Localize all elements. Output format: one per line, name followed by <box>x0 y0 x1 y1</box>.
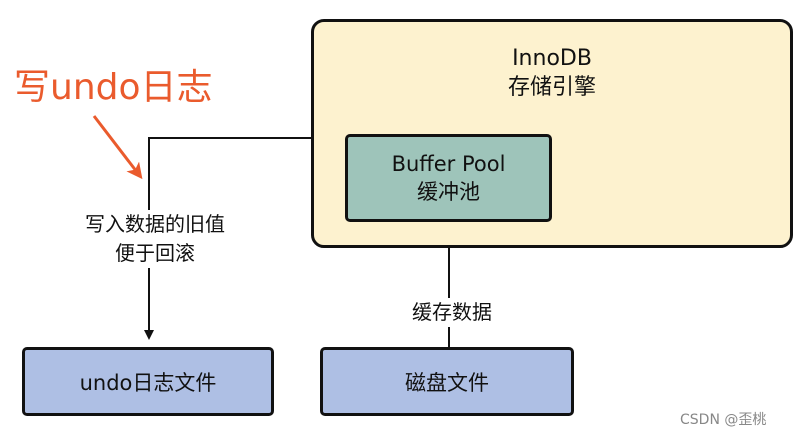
undo-write-label-line2: 便于回滚 <box>115 241 195 265</box>
undo-write-arrow <box>144 137 311 340</box>
buffer-pool-box: Buffer Pool 缓冲池 <box>345 134 552 222</box>
buffer-pool-subtitle: 缓冲池 <box>417 180 480 204</box>
disk-file-box: 磁盘文件 <box>320 347 574 416</box>
annotation-pointer-arrow <box>92 115 143 180</box>
innodb-engine-subtitle: 存储引擎 <box>507 75 596 100</box>
watermark: CSDN @歪桃 <box>680 412 767 428</box>
innodb-engine-title: InnoDB 存储引擎 <box>311 44 793 102</box>
undo-log-file-label: undo日志文件 <box>79 370 217 395</box>
buffer-pool-name: Buffer Pool <box>391 152 506 176</box>
cache-data-label: 缓存数据 <box>392 298 512 327</box>
disk-file-label: 磁盘文件 <box>405 370 489 395</box>
innodb-engine-name: InnoDB <box>512 46 592 71</box>
undo-annotation: 写undo日志 <box>14 67 213 108</box>
undo-write-label: 写入数据的旧值 便于回滚 <box>40 210 270 268</box>
undo-write-label-line1: 写入数据的旧值 <box>85 212 225 236</box>
undo-log-file-box: undo日志文件 <box>22 347 274 416</box>
